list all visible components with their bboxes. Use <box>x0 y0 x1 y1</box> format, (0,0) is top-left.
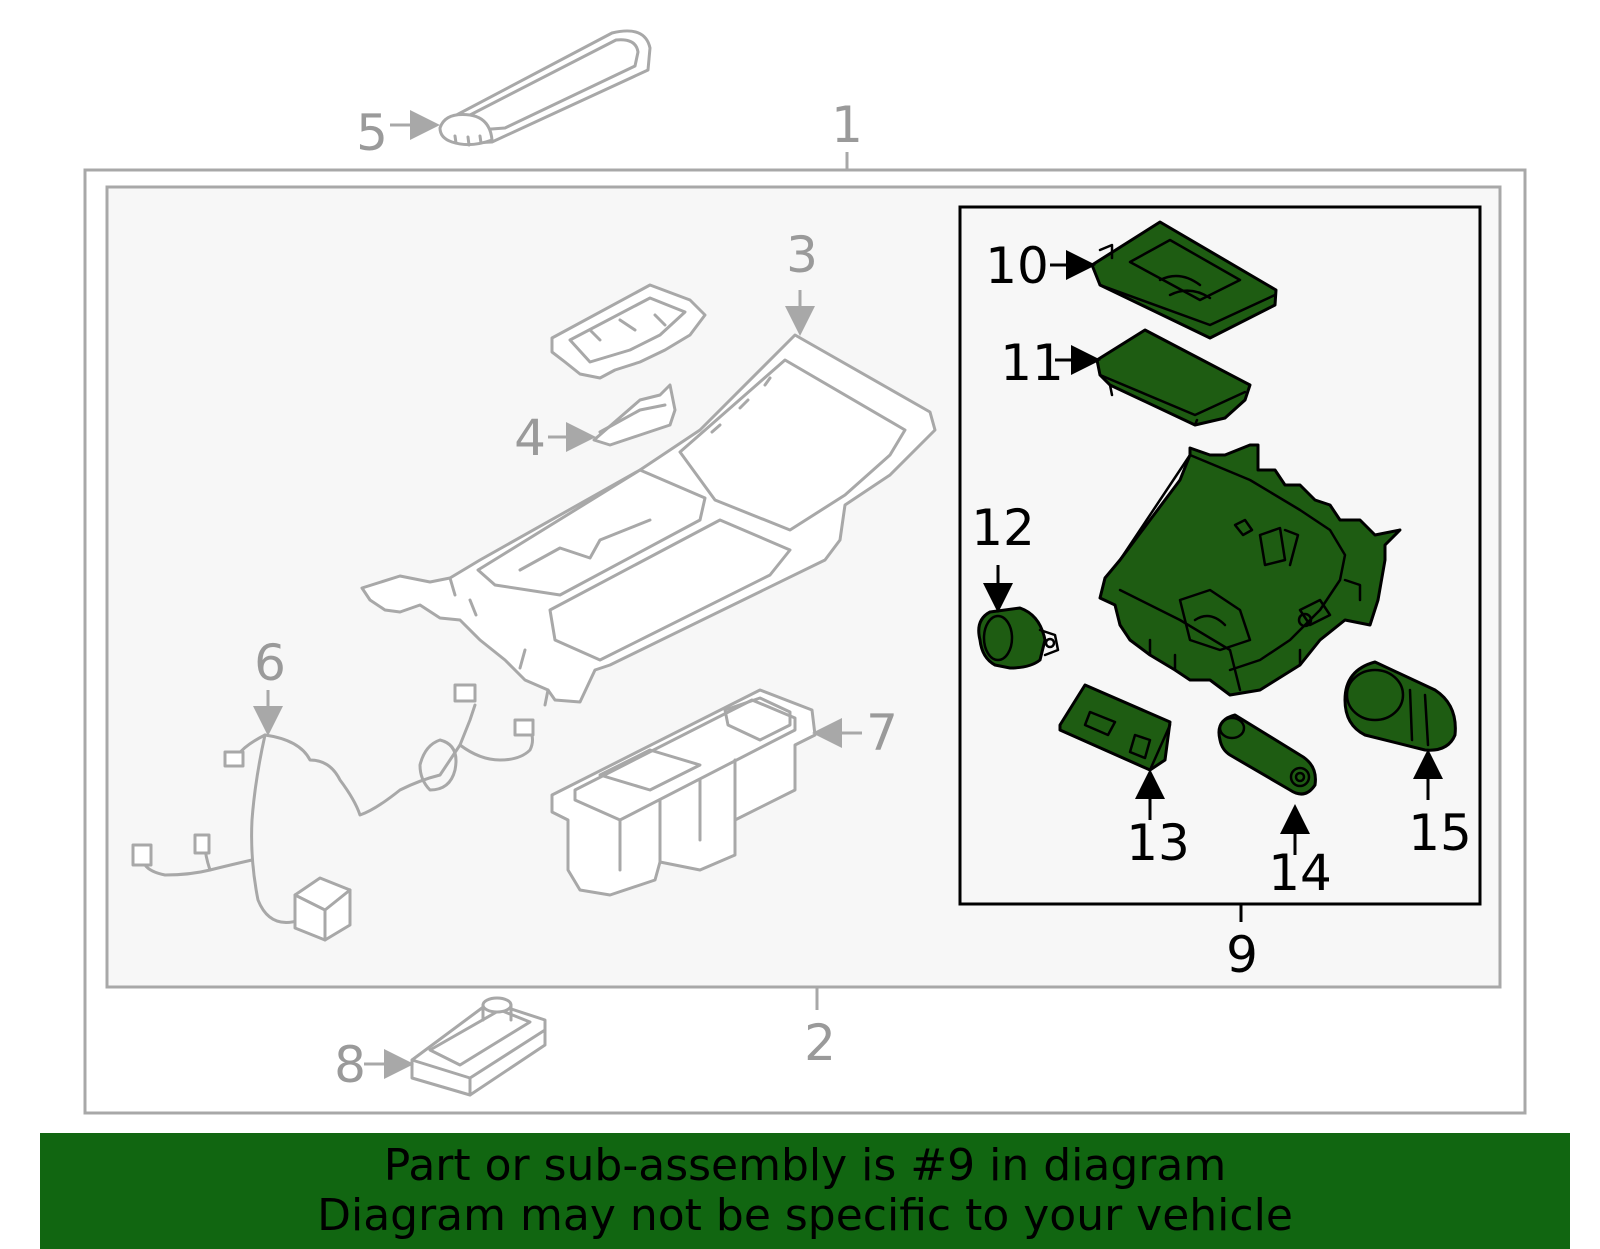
callout-5: 5 <box>356 104 388 162</box>
part-10-tray-cover <box>1090 220 1278 340</box>
callout-10: 10 <box>985 237 1049 295</box>
callout-9: 9 <box>1226 926 1258 984</box>
part-12-power-socket <box>977 606 1060 670</box>
parts-diagram: 1 2 3 4 5 6 7 8 9 10 11 12 13 14 15 <box>83 29 1527 1115</box>
part-9-main-housing <box>1098 443 1402 697</box>
callout-13: 13 <box>1126 814 1190 872</box>
callout-4: 4 <box>514 409 546 467</box>
part-8-module <box>410 996 547 1097</box>
callout-3: 3 <box>786 226 818 284</box>
callout-12: 12 <box>971 499 1035 557</box>
part-5-armrest-pad <box>438 29 652 147</box>
callout-2: 2 <box>804 1014 836 1072</box>
callout-7: 7 <box>866 704 898 762</box>
callout-15: 15 <box>1408 804 1472 862</box>
notice-banner: Part or sub-assembly is #9 in diagram Di… <box>40 1133 1570 1249</box>
part-14-socket <box>1217 713 1317 796</box>
callout-14: 14 <box>1268 844 1332 902</box>
banner-line-1: Part or sub-assembly is #9 in diagram <box>383 1140 1227 1191</box>
outer-frame <box>83 168 1527 1115</box>
callout-8: 8 <box>334 1036 366 1094</box>
callout-6: 6 <box>254 634 286 692</box>
shift-bezel <box>550 283 707 380</box>
callout-11: 11 <box>1000 334 1064 392</box>
part-3-console-top <box>360 333 937 707</box>
part-15-socket <box>1343 660 1457 752</box>
part-6-wiring-harness <box>131 683 535 942</box>
banner-line-2: Diagram may not be specific to your vehi… <box>317 1190 1293 1241</box>
part-4-bracket <box>592 383 677 447</box>
part-11-tray-insert <box>1095 328 1252 427</box>
callout-1: 1 <box>831 96 863 154</box>
